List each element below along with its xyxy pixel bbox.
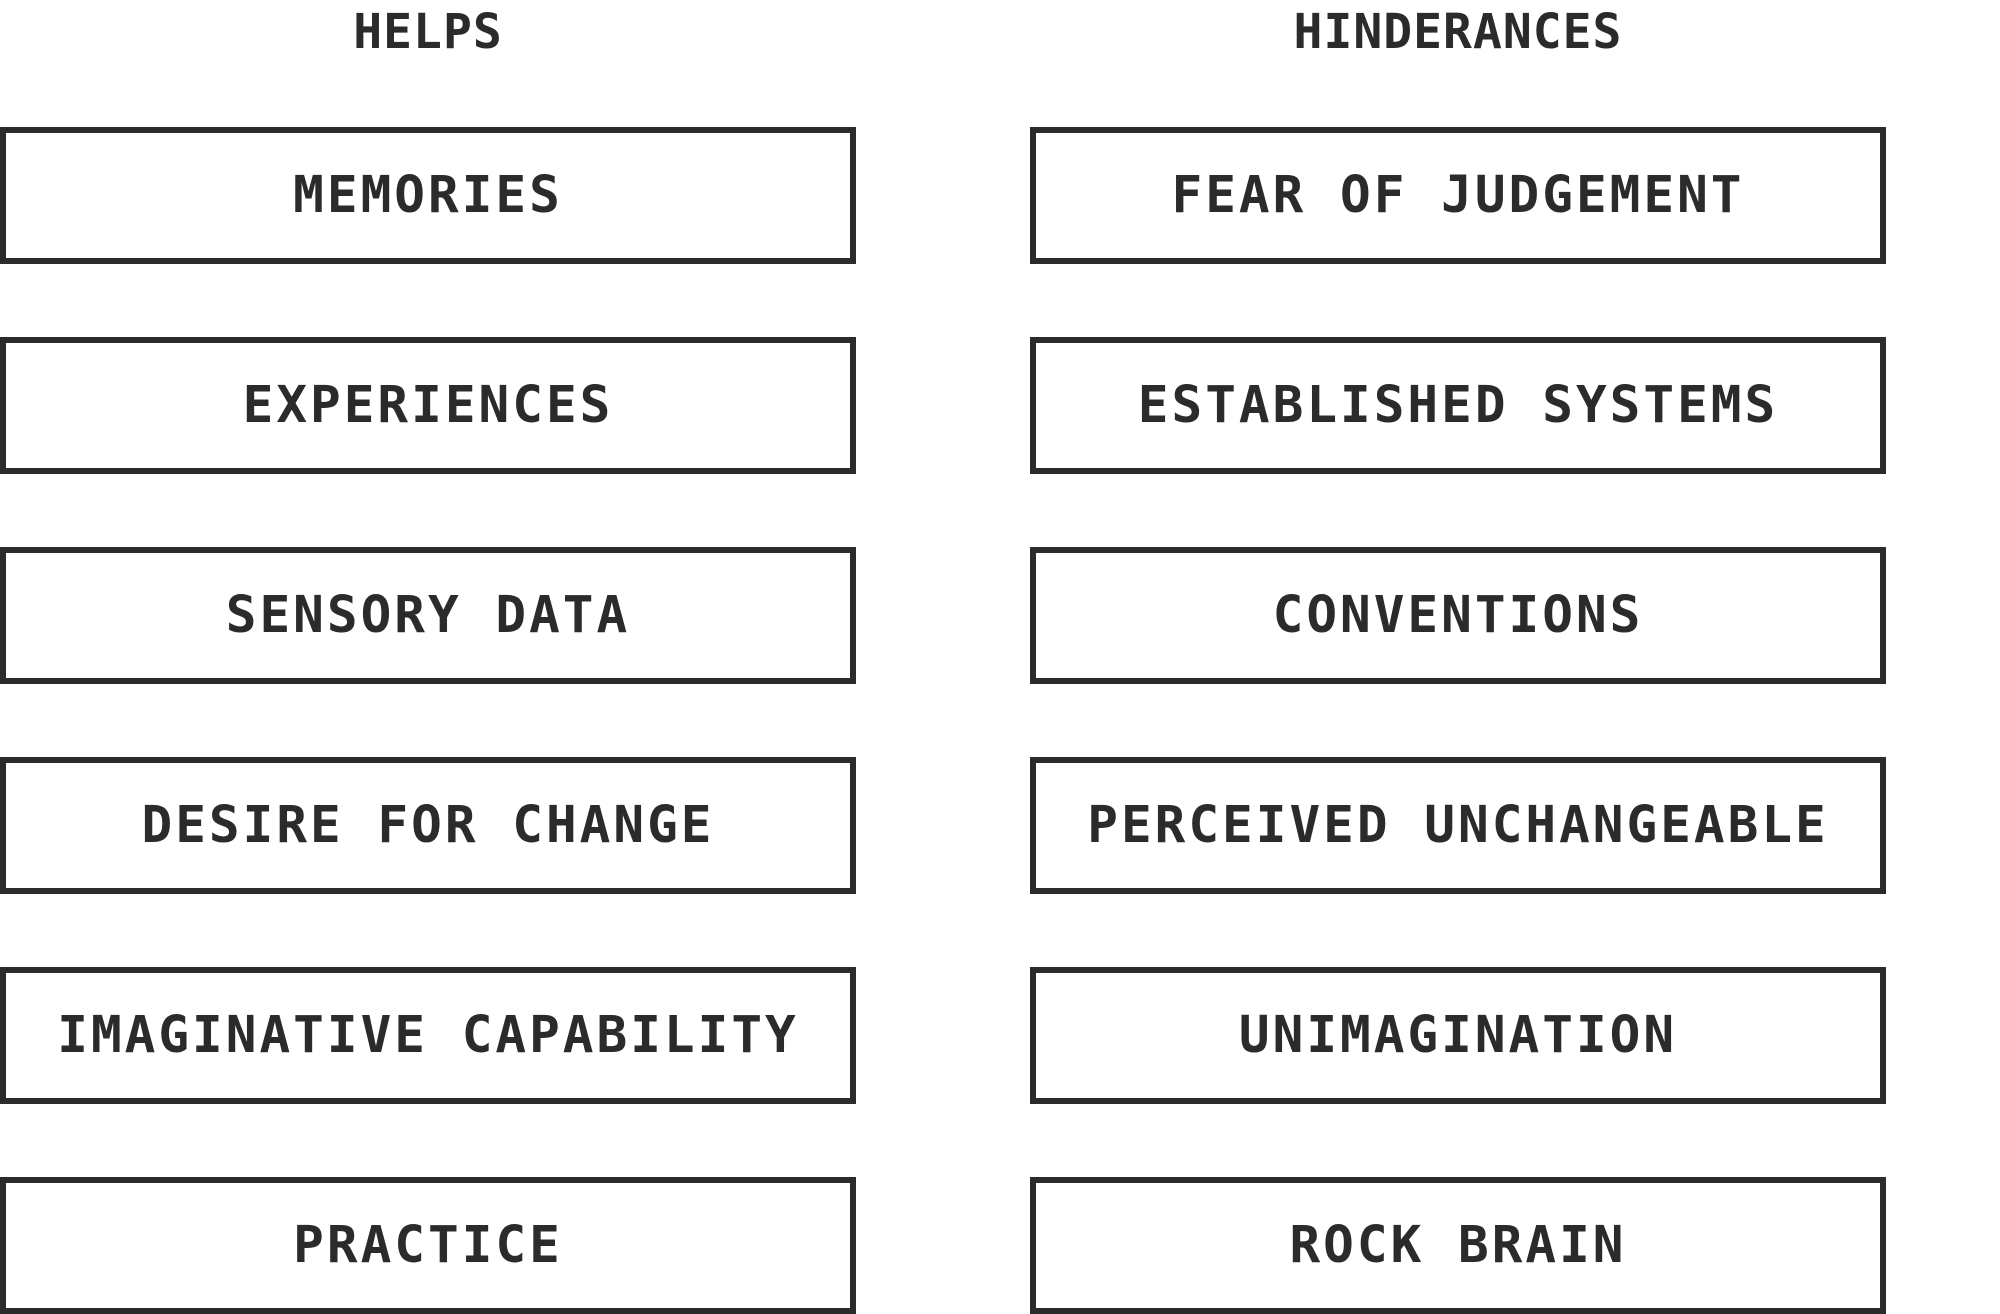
helps-item-sensory-data: SENSORY DATA	[0, 547, 856, 684]
helps-item-practice: PRACTICE	[0, 1177, 856, 1314]
helps-item-experiences: EXPERIENCES	[0, 337, 856, 474]
hinderances-item-rock-brain: ROCK BRAIN	[1030, 1177, 1886, 1314]
hinderances-item-conventions: CONVENTIONS	[1030, 547, 1886, 684]
hinderances-item-perceived-unchangeable: PERCEIVED UNCHANGEABLE	[1030, 757, 1886, 894]
helps-item-memories: MEMORIES	[0, 127, 856, 264]
helps-item-desire-for-change: DESIRE FOR CHANGE	[0, 757, 856, 894]
hinderances-item-fear-of-judgement: FEAR OF JUDGEMENT	[1030, 127, 1886, 264]
hinderances-item-established-systems: ESTABLISHED SYSTEMS	[1030, 337, 1886, 474]
hinderances-item-unimagination: UNIMAGINATION	[1030, 967, 1886, 1104]
hinderances-heading: HINDERANCES	[1293, 4, 1623, 60]
helps-heading: HELPS	[353, 4, 503, 60]
helps-item-imaginative-capability: IMAGINATIVE CAPABILITY	[0, 967, 856, 1104]
